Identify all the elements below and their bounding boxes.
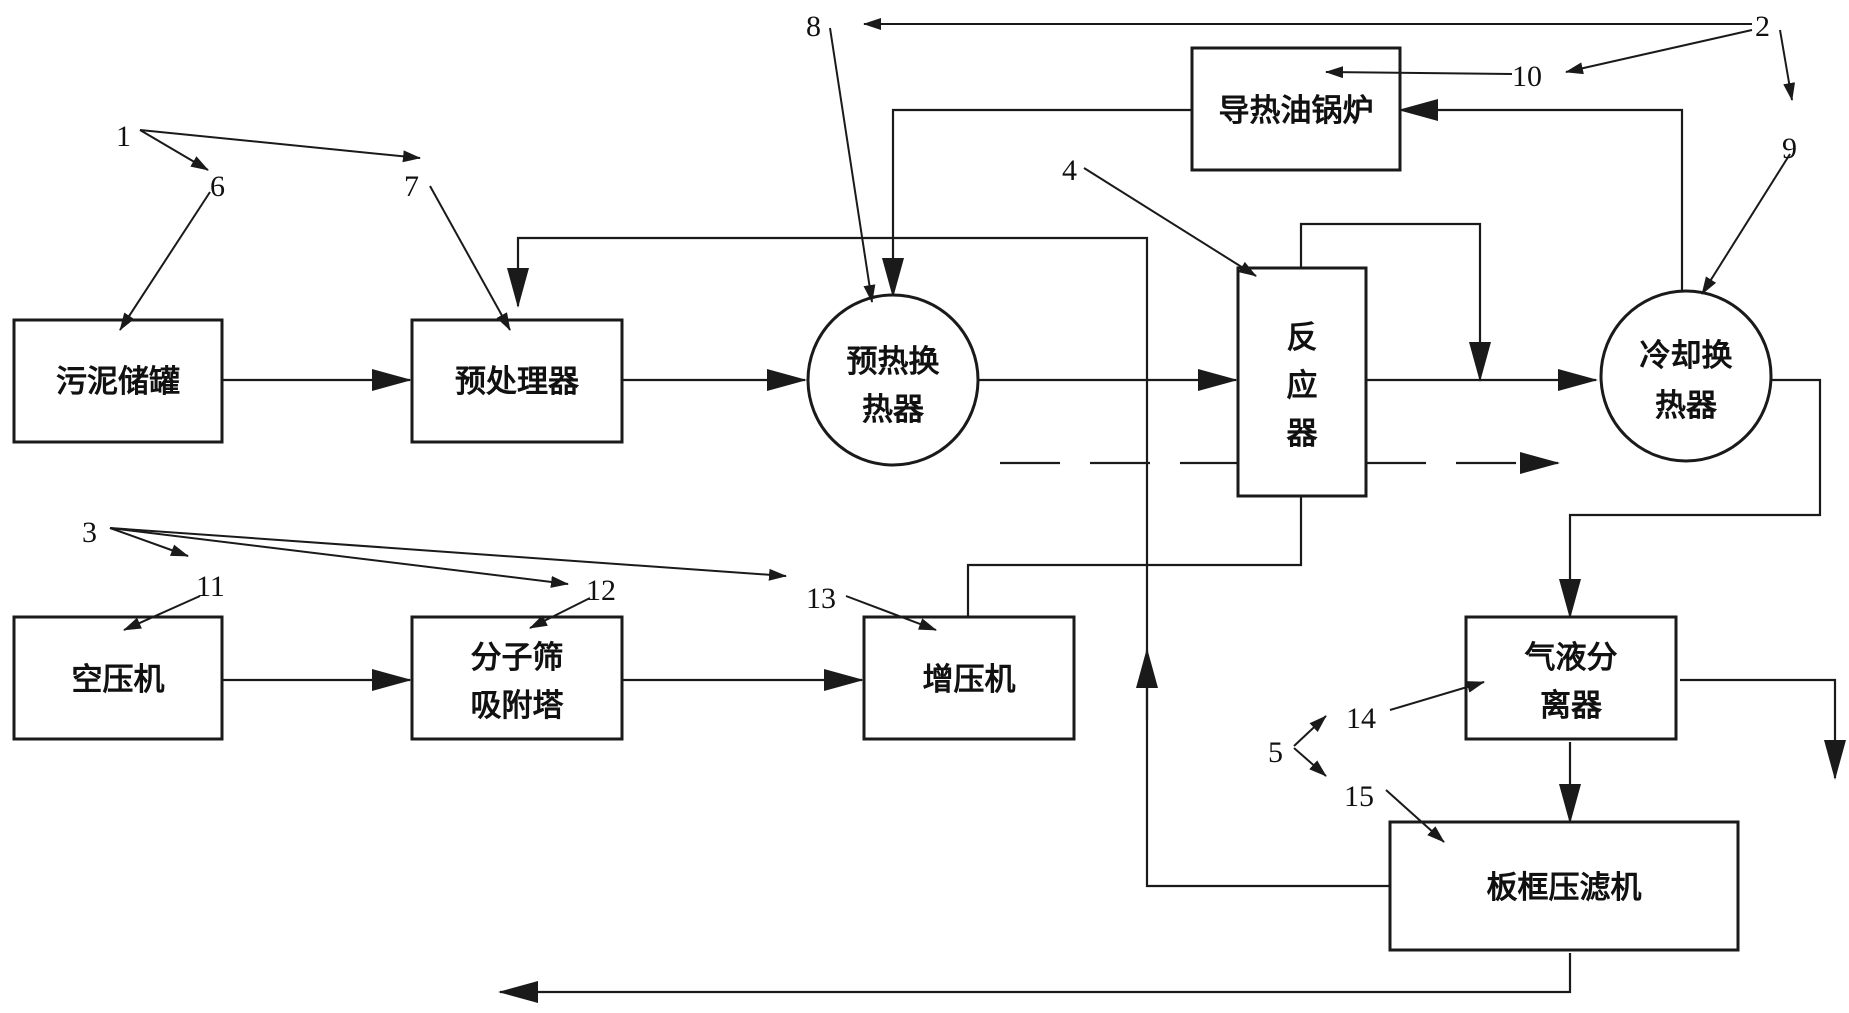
- reactor: 反 应 器: [1236, 266, 1368, 498]
- reactor-label-3: 器: [1286, 416, 1319, 452]
- flow-boiler-to-preheater: [882, 108, 1192, 298]
- sludge-tank: 污泥储罐: [12, 318, 224, 444]
- callout-6: 6: [210, 170, 225, 203]
- reactor-label-1: 反: [1287, 320, 1318, 356]
- separator-label-2: 离器: [1540, 688, 1603, 724]
- callout-9: 9: [1782, 132, 1797, 165]
- separator-label-1: 气液分: [1524, 640, 1618, 676]
- air-compressor: 空压机: [12, 615, 224, 741]
- molecular-sieve-label-1: 分子筛: [471, 640, 564, 676]
- gas-liquid-separator: 气液分 离器: [1464, 615, 1678, 741]
- sludge-tank-label: 污泥储罐: [56, 364, 180, 400]
- flow-filtrate-return: [507, 236, 1390, 888]
- callout-14: 14: [1346, 702, 1376, 735]
- callout-13: 13: [806, 582, 836, 615]
- callout-15: 15: [1344, 780, 1374, 813]
- callout-3: 3: [82, 516, 97, 549]
- pretreater-label: 预处理器: [455, 364, 580, 400]
- filter-press-label: 板框压滤机: [1487, 870, 1642, 906]
- callout-7: 7: [404, 170, 419, 203]
- cooling-exchanger-label-2: 热器: [1655, 388, 1718, 424]
- cooling-exchanger: 冷却换 热器: [1599, 289, 1773, 463]
- callout-10: 10: [1512, 60, 1542, 93]
- callout-1: 1: [116, 120, 131, 153]
- callout-numbers: 1 2 3 4 5 6 7 8 9 10 11 12 13 14 15: [82, 10, 1797, 813]
- flow-separator-gas-out: [1680, 678, 1846, 780]
- callout-2: 2: [1755, 10, 1770, 43]
- molecular-sieve: 分子筛 吸附塔: [410, 615, 624, 741]
- reactor-label-2: 应: [1287, 368, 1318, 404]
- flow-filter-cake-out: [498, 953, 1572, 1003]
- callout-11: 11: [196, 570, 225, 603]
- preheat-exchanger-label-1: 预热换: [847, 344, 940, 380]
- cooling-exchanger-label-1: 冷却换: [1640, 338, 1733, 374]
- preheat-exchanger-label-2: 热器: [862, 392, 925, 428]
- callout-8: 8: [806, 10, 821, 43]
- flow-reactor-top-bypass: [1299, 222, 1491, 382]
- filter-press: 板框压滤机: [1388, 820, 1740, 952]
- callout-5: 5: [1268, 736, 1283, 769]
- preheat-exchanger: 预热换 热器: [806, 293, 980, 467]
- pretreater: 预处理器: [410, 318, 624, 444]
- callout-pointers: [109, 18, 1796, 843]
- flow-cooler-to-boiler: [1398, 99, 1684, 290]
- booster-label: 增压机: [923, 662, 1016, 698]
- booster: 增压机: [862, 615, 1076, 741]
- molecular-sieve-label-2: 吸附塔: [471, 688, 565, 724]
- air-compressor-label: 空压机: [72, 662, 165, 698]
- callout-4: 4: [1062, 154, 1077, 187]
- flow-lines: [222, 99, 1846, 1003]
- oil-boiler-label: 导热油锅炉: [1219, 93, 1374, 129]
- flow-cooler-to-separator: [1559, 378, 1822, 619]
- callout-12: 12: [586, 574, 616, 607]
- flow-booster-to-reactor: [966, 496, 1303, 617]
- oil-boiler: 导热油锅炉: [1190, 46, 1402, 172]
